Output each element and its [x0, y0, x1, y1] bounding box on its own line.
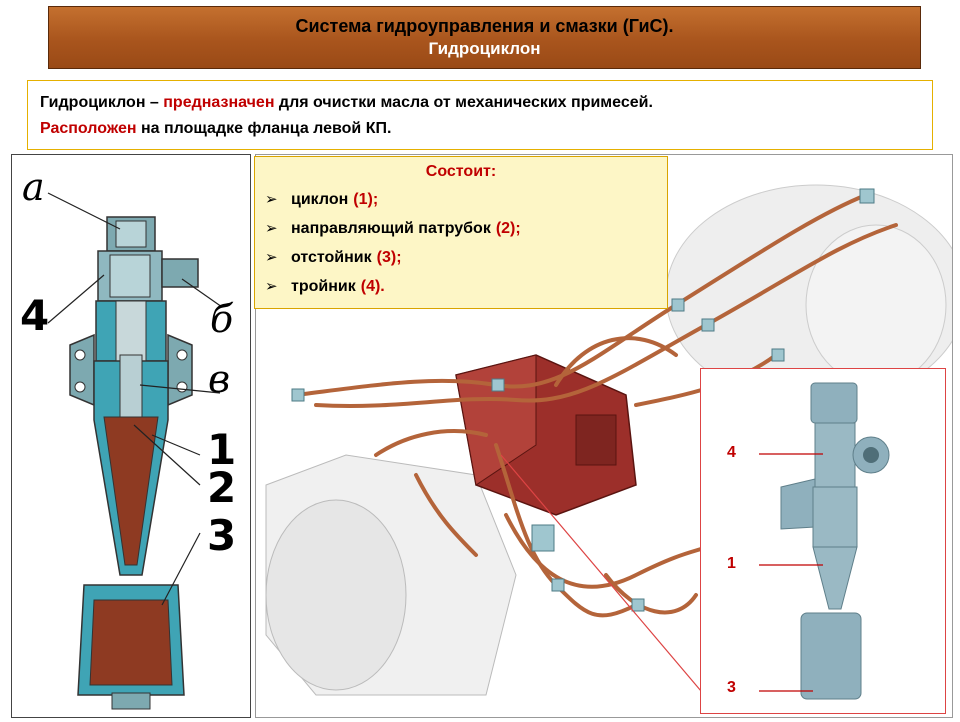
- legend-item-text: отстойник: [291, 249, 372, 266]
- legend-item-num: (1);: [353, 191, 379, 208]
- intro-highlight-purpose: предназначен: [163, 94, 275, 111]
- legend-item-text: тройник: [291, 278, 356, 295]
- label-3: 3: [207, 511, 237, 560]
- legend-list: ➢ циклон (1); ➢ направляющий патрубок (2…: [265, 185, 657, 301]
- legend-item-num: (2);: [495, 220, 521, 237]
- legend-item: ➢ отстойник (3);: [265, 243, 657, 272]
- page-subtitle: Гидроциклон: [428, 39, 541, 58]
- label-2: 2: [207, 463, 237, 512]
- intro-highlight-location: Расположен: [40, 120, 137, 137]
- cyclone-inset: 4 1 3: [700, 368, 946, 714]
- legend-item-num: (3);: [376, 249, 402, 266]
- components-legend: Состоит: ➢ циклон (1); ➢ направляющий па…: [254, 156, 668, 309]
- check-arrow-icon: ➢: [265, 191, 278, 208]
- cyclone-section-panel: а 4 б в 1 2 3: [11, 154, 251, 718]
- intro-box: Гидроциклон – предназначен для очистки м…: [27, 80, 933, 150]
- inset-label-4: 4: [727, 444, 736, 461]
- cyclone-section-drawing: [47, 192, 223, 710]
- label-4: 4: [20, 291, 50, 340]
- page-title: Система гидроуправления и смазки (ГиС).: [295, 16, 674, 36]
- intro-text-1: Гидроциклон –: [40, 94, 164, 111]
- check-arrow-icon: ➢: [265, 220, 278, 237]
- intro-text-2: для очистки масла от механических примес…: [274, 94, 653, 111]
- legend-item-text: направляющий патрубок: [291, 220, 491, 237]
- label-b: б: [210, 297, 234, 341]
- inset-label-1: 1: [727, 555, 736, 572]
- legend-item: ➢ циклон (1);: [265, 185, 657, 214]
- cyclone-3d-drawing: [759, 382, 890, 700]
- legend-item: ➢ направляющий патрубок (2);: [265, 214, 657, 243]
- inset-label-3: 3: [727, 679, 736, 696]
- label-a: а: [22, 165, 45, 209]
- check-arrow-icon: ➢: [265, 249, 278, 266]
- check-arrow-icon: ➢: [265, 278, 278, 295]
- legend-item-text: циклон: [291, 191, 349, 208]
- legend-item-num: (4).: [360, 278, 385, 295]
- intro-text-3: на площадке фланца левой КП.: [136, 120, 392, 137]
- label-v: в: [208, 357, 231, 401]
- gearbox-illustration: [265, 184, 952, 696]
- title-bar: Система гидроуправления и смазки (ГиС). …: [48, 6, 921, 69]
- legend-title: Состоит:: [425, 163, 497, 180]
- legend-item: ➢ тройник (4).: [265, 272, 657, 301]
- label-1: 1: [207, 425, 237, 474]
